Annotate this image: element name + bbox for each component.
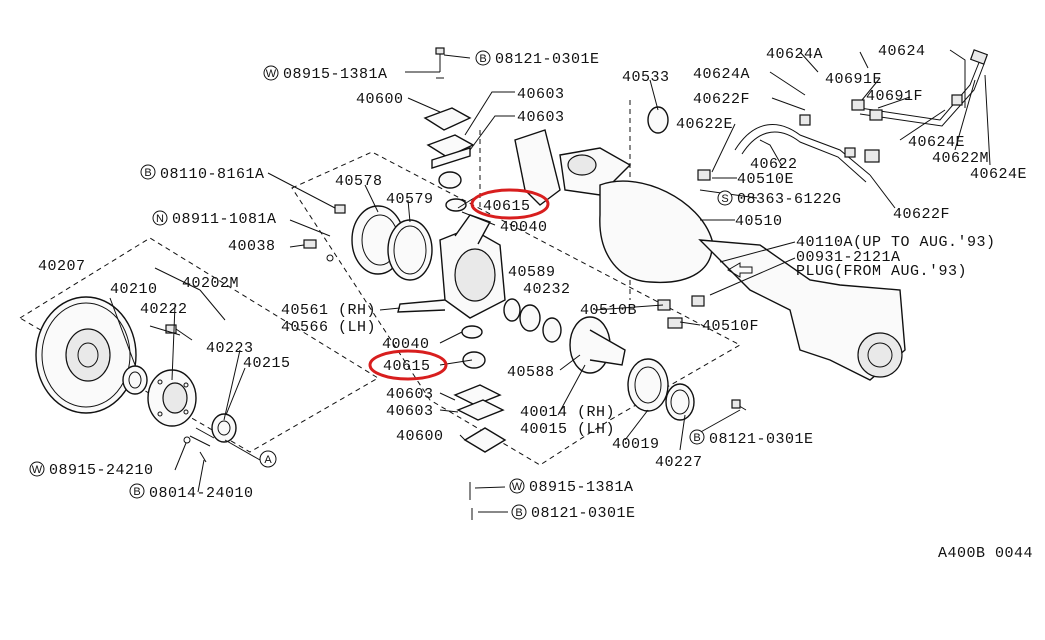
callout-40622m: 40622M bbox=[932, 150, 989, 167]
axle-housing bbox=[514, 129, 906, 381]
callout-40600-top: 40600 bbox=[356, 91, 404, 108]
spindle bbox=[569, 316, 626, 374]
callout-40624a-a: 40624A bbox=[766, 46, 823, 63]
callout-plug: PLUG(FROM AUG.'93) bbox=[796, 263, 967, 280]
callout-40215: 40215 bbox=[243, 355, 291, 372]
bolt-badge: B bbox=[693, 432, 700, 444]
callout-40600-bot: 40600 bbox=[396, 428, 444, 445]
steering-knuckle bbox=[397, 214, 506, 319]
nut-badge: N bbox=[156, 213, 164, 225]
bolts-misc bbox=[303, 47, 747, 520]
arrow-indicator bbox=[727, 262, 753, 278]
callout-40015-lh: 40015 (LH) bbox=[520, 421, 615, 438]
spindle-bearings bbox=[503, 298, 562, 343]
callout-40691f: 40691F bbox=[866, 88, 923, 105]
callout-40227: 40227 bbox=[655, 454, 703, 471]
callout-40510e: 40510E bbox=[737, 171, 794, 188]
hub-group-outline bbox=[19, 237, 379, 453]
diagram-code: A400B 0044 bbox=[938, 545, 1033, 562]
bolt-badge: B bbox=[144, 167, 151, 179]
callout-40110a: 40110A(UP TO AUG.'93) bbox=[796, 234, 996, 251]
callout-40624e-a: 40624E bbox=[908, 134, 965, 151]
callout-40603-b: 40603 bbox=[517, 109, 565, 126]
screw-badge: S bbox=[721, 193, 728, 205]
callout-40019: 40019 bbox=[612, 436, 660, 453]
bolt-badge: B bbox=[133, 486, 140, 498]
callout-08915-1381a-bot: 08915-1381A bbox=[529, 479, 634, 496]
callout-08121-0301e-top: 08121-0301E bbox=[495, 51, 600, 68]
callout-40615-bot: 40615 bbox=[383, 358, 431, 375]
callout-40510b: 40510B bbox=[580, 302, 637, 319]
callout-08121-0301e-mid: 08121-0301E bbox=[709, 431, 814, 448]
highlight-40615-top bbox=[470, 188, 550, 220]
callout-08915-24210: 08915-24210 bbox=[49, 462, 154, 479]
callout-40207: 40207 bbox=[38, 258, 86, 275]
callout-40603-d: 40603 bbox=[386, 403, 434, 420]
callout-40533: 40533 bbox=[622, 69, 670, 86]
kingpin-cap-upper bbox=[423, 107, 475, 169]
callout-40223: 40223 bbox=[206, 340, 254, 357]
bolt-badge: B bbox=[515, 507, 522, 519]
bolt-badge: B bbox=[479, 53, 486, 65]
knuckle-oil-seal bbox=[387, 219, 433, 281]
callout-40691e: 40691E bbox=[825, 71, 882, 88]
hub-oil-seal bbox=[122, 365, 148, 395]
leader-lines bbox=[109, 49, 991, 513]
callout-40622f-b: 40622F bbox=[893, 206, 950, 223]
wheel-hub bbox=[147, 369, 197, 427]
callout-40622f-a: 40622F bbox=[693, 91, 750, 108]
hub-stud-bolts bbox=[183, 427, 215, 463]
callout-40561-rh: 40561 (RH) bbox=[281, 302, 376, 319]
washer-badge: W bbox=[266, 68, 277, 80]
washer-badge: W bbox=[32, 464, 43, 476]
knuckle-bushing-upper bbox=[438, 171, 467, 212]
callout-40510f: 40510F bbox=[702, 318, 759, 335]
callout-40603-a: 40603 bbox=[517, 86, 565, 103]
callout-40038: 40038 bbox=[228, 238, 276, 255]
callout-40566-lh: 40566 (LH) bbox=[281, 319, 376, 336]
callout-40014-rh: 40014 (RH) bbox=[520, 404, 615, 421]
washer-badge: W bbox=[512, 481, 523, 493]
callout-40202m: 40202M bbox=[182, 275, 239, 292]
pipe-clips bbox=[799, 94, 963, 163]
callout-08014-24010: 08014-24010 bbox=[149, 485, 254, 502]
callout-40624e-b: 40624E bbox=[970, 166, 1027, 183]
callout-40040-top: 40040 bbox=[500, 219, 548, 236]
callout-40622e-a: 40622E bbox=[676, 116, 733, 133]
callout-08915-1381a-top: 08915-1381A bbox=[283, 66, 388, 83]
pinion-seal bbox=[647, 106, 669, 134]
callout-40232: 40232 bbox=[523, 281, 571, 298]
callout-40578: 40578 bbox=[335, 173, 383, 190]
callout-00931-2121a: 00931-2121A bbox=[796, 249, 901, 266]
callout-40615-top: 40615 bbox=[483, 198, 531, 215]
callout-40622: 40622 bbox=[750, 156, 798, 173]
callout-40510: 40510 bbox=[735, 213, 783, 230]
knuckle-group-outline bbox=[291, 151, 742, 466]
axle-oil-seals bbox=[627, 358, 695, 421]
callout-08363-6122g: 08363-6122G bbox=[737, 191, 842, 208]
brake-disc-rotor bbox=[35, 296, 137, 414]
callout-40589: 40589 bbox=[508, 264, 556, 281]
knuckle-bushing-lower bbox=[461, 325, 486, 369]
hub-bolt bbox=[165, 324, 193, 341]
callout-08911-1081a: 08911-1081A bbox=[172, 211, 277, 228]
highlight-40615-bot bbox=[368, 349, 448, 381]
breather-hose bbox=[734, 124, 871, 183]
hub-cap-bearing bbox=[211, 413, 237, 443]
callout-40222: 40222 bbox=[140, 301, 188, 318]
callout-08121-0301e-bot: 08121-0301E bbox=[531, 505, 636, 522]
reference-a: A bbox=[264, 454, 272, 466]
callout-40040-bot: 40040 bbox=[382, 336, 430, 353]
drain-plugs bbox=[657, 169, 711, 329]
callout-40624a-b: 40624A bbox=[693, 66, 750, 83]
callout-40579: 40579 bbox=[386, 191, 434, 208]
callout-08110-8161a: 08110-8161A bbox=[160, 166, 265, 183]
callout-40624: 40624 bbox=[878, 43, 926, 60]
callout-40588: 40588 bbox=[507, 364, 555, 381]
kingpin-cap-lower bbox=[453, 384, 507, 453]
callout-40210: 40210 bbox=[110, 281, 158, 298]
callout-40603-c: 40603 bbox=[386, 386, 434, 403]
